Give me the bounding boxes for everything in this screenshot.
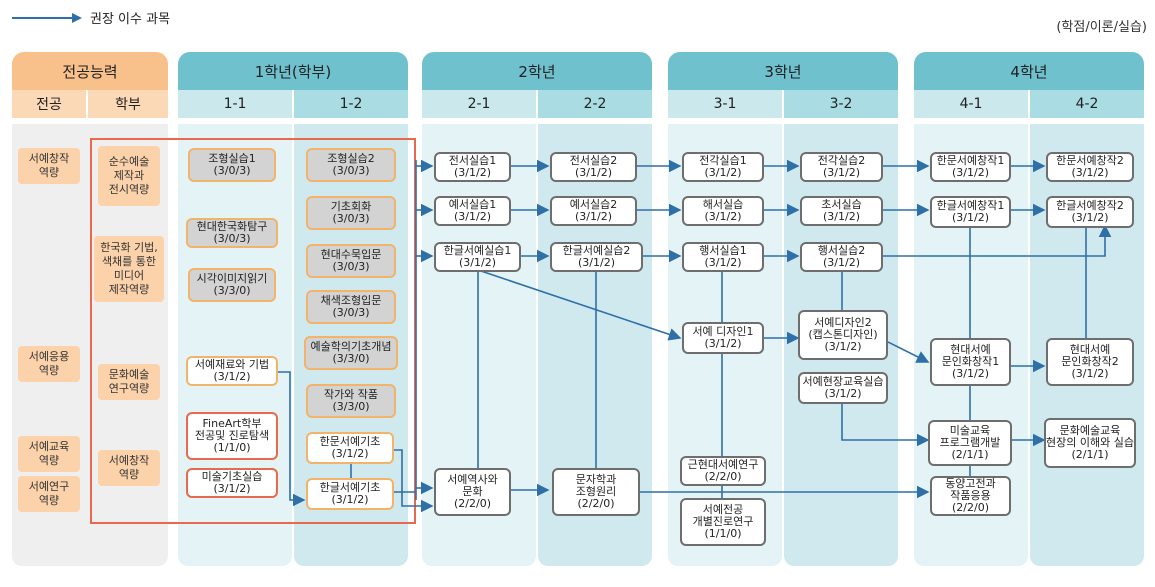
ug-competency-media: 한국화 기법, 색채를 통한 미디어 제작역량 xyxy=(94,236,164,302)
ug-competency-calligraphy: 서예창작 역량 xyxy=(98,450,160,486)
course-node: 전각실습2(3/1/2) xyxy=(800,152,883,182)
course-node: 해서실습(3/1/2) xyxy=(682,196,764,226)
subheader-undergrad: 학부 xyxy=(88,90,168,118)
course-node: 행서실습1(3/1/2) xyxy=(682,242,764,272)
course-node: 조형실습1(3/0/3) xyxy=(188,148,276,182)
major-competency-creation: 서예창작 역량 xyxy=(18,148,80,184)
legend-label: 권장 이수 과목 xyxy=(90,12,171,27)
course-node: 예서실습2(3/1/2) xyxy=(550,196,637,226)
header-year4: 4학년 xyxy=(914,52,1144,90)
undergrad-highlight-frame xyxy=(90,138,416,524)
subheader-4-1: 4-1 xyxy=(914,90,1028,118)
unit-note: (학점/이론/실습) xyxy=(1056,20,1147,35)
course-node: 예술학의기초개념(3/3/0) xyxy=(304,336,398,370)
course-node: 예서실습1(3/1/2) xyxy=(434,196,511,226)
legend: 권장 이수 과목 xyxy=(12,8,170,27)
course-node: 문자학과 조형원리(2/2/0) xyxy=(552,468,640,516)
course-node: 서예현장교육실습(3/1/2) xyxy=(798,372,888,404)
course-node: 근현대서예연구(2/2/0) xyxy=(680,456,766,486)
major-competency-application: 서예응용 역량 xyxy=(18,346,80,382)
ug-competency-research: 문화예술 연구역량 xyxy=(98,364,160,400)
header-year1: 1학년(학부) xyxy=(178,52,408,90)
subheader-3-1: 3-1 xyxy=(668,90,782,118)
subheader-3-2: 3-2 xyxy=(784,90,898,118)
subheader-1-2: 1-2 xyxy=(294,90,408,118)
course-node: 한글서예실습1(3/1/2) xyxy=(434,242,521,272)
course-node: 한글서예창작1(3/1/2) xyxy=(930,196,1011,228)
course-node: 서예역사와 문화(2/2/0) xyxy=(434,468,511,516)
major-competency-education: 서예교육 역량 xyxy=(18,436,80,472)
ug-competency-fineart: 순수예술 제작과 전시역량 xyxy=(98,146,160,206)
course-node: 한문서예창작2(3/1/2) xyxy=(1046,152,1134,182)
course-node: 한글서예실습2(3/1/2) xyxy=(550,242,643,272)
course-node: 문화예술교육 현장의 이해와 실습(2/1/1) xyxy=(1044,418,1136,468)
subheader-major: 전공 xyxy=(12,90,86,118)
course-node: 한글서예창작2(3/1/2) xyxy=(1046,196,1134,228)
course-node: 서예 디자인1(3/1/2) xyxy=(682,322,764,354)
course-node: 서예전공 개별진로연구(1/1/0) xyxy=(680,498,766,546)
course-node: 서예재료와 기법(3/1/2) xyxy=(186,356,278,386)
course-node: 행서실습2(3/1/2) xyxy=(800,242,883,272)
course-node: 서예디자인2 (캡스톤디자인)(3/1/2) xyxy=(798,310,888,360)
course-node: 미술기초실습(3/1/2) xyxy=(186,468,278,498)
course-node: 현대서예 문인화창작2(3/1/2) xyxy=(1046,338,1134,386)
course-node: 한글서예기초(3/1/2) xyxy=(306,478,394,510)
course-node: 시각이미지읽기(3/3/0) xyxy=(188,268,276,302)
header-competency: 전공능력 xyxy=(12,52,168,90)
arrow-icon xyxy=(12,12,82,23)
course-node: 조형실습2(3/0/3) xyxy=(306,148,396,182)
course-node: 전서실습1(3/1/2) xyxy=(434,152,511,182)
header-year3: 3학년 xyxy=(668,52,898,90)
course-node: 미술교육 프로그램개발(2/1/1) xyxy=(928,420,1012,466)
course-node: 현대한국화탐구(3/0/3) xyxy=(186,218,278,248)
course-node: 한문서예창작1(3/1/2) xyxy=(930,152,1011,182)
course-node: 현대수묵입문(3/0/3) xyxy=(306,244,396,278)
course-node: 한문서예기초(3/1/2) xyxy=(306,432,394,464)
course-node: 전각실습1(3/1/2) xyxy=(682,152,764,182)
course-node: 작가와 작품(3/3/0) xyxy=(306,384,396,418)
major-competency-research: 서예연구 역량 xyxy=(18,476,80,512)
course-node: 기초회화(3/0/3) xyxy=(306,196,396,230)
subheader-1-1: 1-1 xyxy=(178,90,292,118)
header-year2: 2학년 xyxy=(422,52,652,90)
subheader-2-1: 2-1 xyxy=(422,90,536,118)
course-node: 전서실습2(3/1/2) xyxy=(550,152,637,182)
subheader-4-2: 4-2 xyxy=(1030,90,1144,118)
subheader-2-2: 2-2 xyxy=(538,90,652,118)
course-node: 채색조형입문(3/0/3) xyxy=(306,290,396,324)
course-node: FineArt학부 전공및 진로탐색(1/1/0) xyxy=(186,412,278,460)
course-node: 초서실습(3/1/2) xyxy=(800,196,883,226)
course-node: 현대서예 문인화창작1(3/1/2) xyxy=(930,338,1011,386)
course-node: 동양고전과 작품응용(2/2/0) xyxy=(930,476,1011,516)
